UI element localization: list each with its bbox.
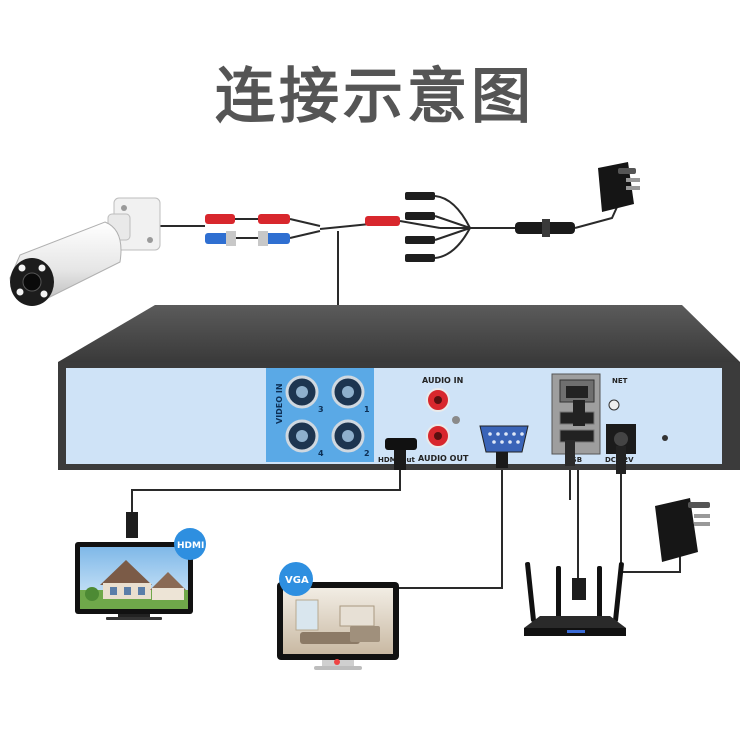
- hdmi-plug: [394, 450, 406, 470]
- rca-plug-camera: [205, 214, 235, 224]
- net-label: NET: [612, 377, 628, 385]
- splitter-plug-3: [405, 236, 435, 244]
- dvr-recorder: VIDEO IN 3 1 4 2 AUDIO IN AUDIO OUT: [58, 305, 740, 470]
- bnc-port-ch3: [285, 375, 319, 409]
- power-splitter: [399, 192, 575, 262]
- rca-plug-power-in: [365, 216, 400, 226]
- hdmi-badge: [174, 528, 206, 560]
- dc-plug: [616, 446, 626, 474]
- bnc-port-ch4: [285, 419, 319, 453]
- splitter-plug-1: [405, 192, 435, 200]
- vga-plug: [496, 452, 508, 468]
- vga-cable: [398, 468, 503, 589]
- channel-number-1: 1: [364, 405, 370, 414]
- splitter-plug-4: [405, 254, 435, 262]
- power-adapter-bottom: [655, 498, 710, 562]
- video-in-label: VIDEO IN: [275, 383, 284, 424]
- hdmi-cable: [131, 470, 401, 515]
- merge-cable: [289, 218, 371, 239]
- hdmi-port: [385, 438, 417, 450]
- channel-number-3: 3: [318, 405, 324, 414]
- dc-cable: [620, 470, 681, 573]
- tv-monitor-hdmi: HDMI: [75, 512, 206, 620]
- audio-in-label: AUDIO IN: [422, 376, 463, 385]
- usb-plug: [565, 440, 575, 466]
- hdmi-badge-text: HDMI: [177, 541, 204, 551]
- monitor-vga: VGA: [277, 562, 399, 670]
- bnc-port-ch2: [331, 419, 365, 453]
- cables: [131, 195, 681, 589]
- channel-number-4: 4: [318, 449, 324, 458]
- vga-port: [479, 425, 529, 453]
- vga-badge-text: VGA: [285, 575, 309, 586]
- ground-screw: [662, 435, 668, 441]
- splitter-plug-2: [405, 212, 435, 220]
- camera-lens: [22, 272, 42, 292]
- bnc-port-ch1: [331, 375, 365, 409]
- bullet-camera: [9, 197, 161, 306]
- audio-out-label: AUDIO OUT: [418, 454, 469, 463]
- channel-number-2: 2: [364, 449, 370, 458]
- power-adapter-top: [598, 162, 640, 212]
- hdmi-cable-plug: [126, 512, 138, 538]
- vga-badge: [279, 562, 313, 596]
- dvr-top: [58, 305, 740, 362]
- diagram-title: 连接示意图: [215, 62, 535, 132]
- usb-port-2: [559, 429, 595, 443]
- rca-plug-extension: [258, 214, 290, 224]
- lan-plug: [572, 400, 586, 600]
- network-router: [524, 562, 626, 636]
- reset-button: [608, 399, 620, 411]
